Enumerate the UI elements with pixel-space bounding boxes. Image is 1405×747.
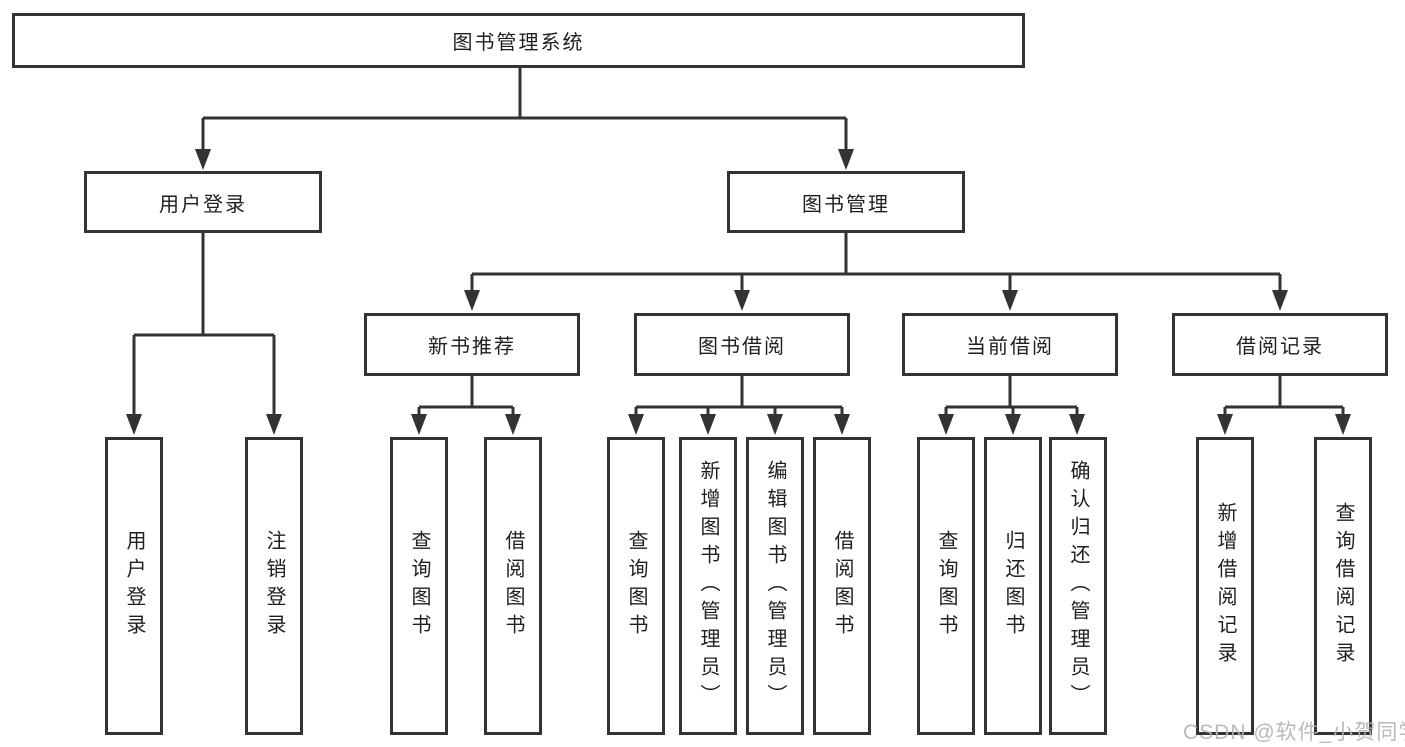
arrowheads: [126, 149, 1351, 435]
leaf-edit-books-admin: 编辑图书（管理员）: [746, 437, 804, 735]
leaf-add-books-admin: 新增图书（管理员）: [679, 437, 737, 735]
leaf-confirm-return-admin-label: 确认归还（管理员）: [1067, 460, 1089, 712]
node-user-login-label: 用户登录: [159, 193, 247, 216]
leaf-query-books-current-label: 查询图书: [935, 530, 957, 642]
node-new-book-recommend-label: 新书推荐: [428, 336, 516, 358]
node-current-borrow-label: 当前借阅: [966, 336, 1054, 358]
leaf-user-login: 用户登录: [105, 437, 163, 735]
leaf-borrow-books: 借阅图书: [813, 437, 871, 735]
leaf-logout: 注销登录: [245, 437, 303, 735]
node-root-system: 图书管理系统: [12, 13, 1025, 68]
leaf-query-books-recommend: 查询图书: [390, 437, 448, 735]
leaf-logout-label: 注销登录: [263, 530, 285, 642]
leaf-return-books-label: 归还图书: [1002, 530, 1024, 642]
leaf-user-login-label: 用户登录: [123, 530, 145, 642]
leaf-query-books-recommend-label: 查询图书: [408, 530, 430, 642]
node-book-management: 图书管理: [727, 171, 965, 233]
leaf-borrow-books-recommend: 借阅图书: [484, 437, 542, 735]
leaf-confirm-return-admin: 确认归还（管理员）: [1049, 437, 1107, 735]
leaf-add-borrow-record: 新增借阅记录: [1196, 437, 1254, 735]
node-new-book-recommend: 新书推荐: [364, 313, 580, 376]
leaf-query-books-borrow-label: 查询图书: [625, 530, 647, 642]
leaf-query-books-current: 查询图书: [917, 437, 975, 735]
node-book-management-label: 图书管理: [802, 193, 890, 216]
leaf-query-borrow-record: 查询借阅记录: [1314, 437, 1372, 735]
leaf-edit-books-admin-label: 编辑图书（管理员）: [764, 460, 786, 712]
node-user-login: 用户登录: [84, 171, 322, 233]
node-book-borrow: 图书借阅: [634, 313, 850, 376]
node-root-system-label: 图书管理系统: [452, 32, 585, 54]
leaf-add-books-admin-label: 新增图书（管理员）: [697, 460, 719, 712]
node-borrow-records: 借阅记录: [1172, 313, 1388, 376]
csdn-watermark: CSDN @软件_小贺同学: [1183, 721, 1405, 744]
leaf-query-books-borrow: 查询图书: [607, 437, 665, 735]
leaf-add-borrow-record-label: 新增借阅记录: [1214, 502, 1236, 670]
node-book-borrow-label: 图书借阅: [698, 336, 786, 358]
leaf-borrow-books-label: 借阅图书: [831, 530, 853, 642]
leaf-query-borrow-record-label: 查询借阅记录: [1332, 502, 1354, 670]
leaf-borrow-books-recommend-label: 借阅图书: [502, 530, 524, 642]
node-borrow-records-label: 借阅记录: [1236, 336, 1324, 358]
leaf-return-books: 归还图书: [984, 437, 1042, 735]
node-current-borrow: 当前借阅: [902, 313, 1118, 376]
